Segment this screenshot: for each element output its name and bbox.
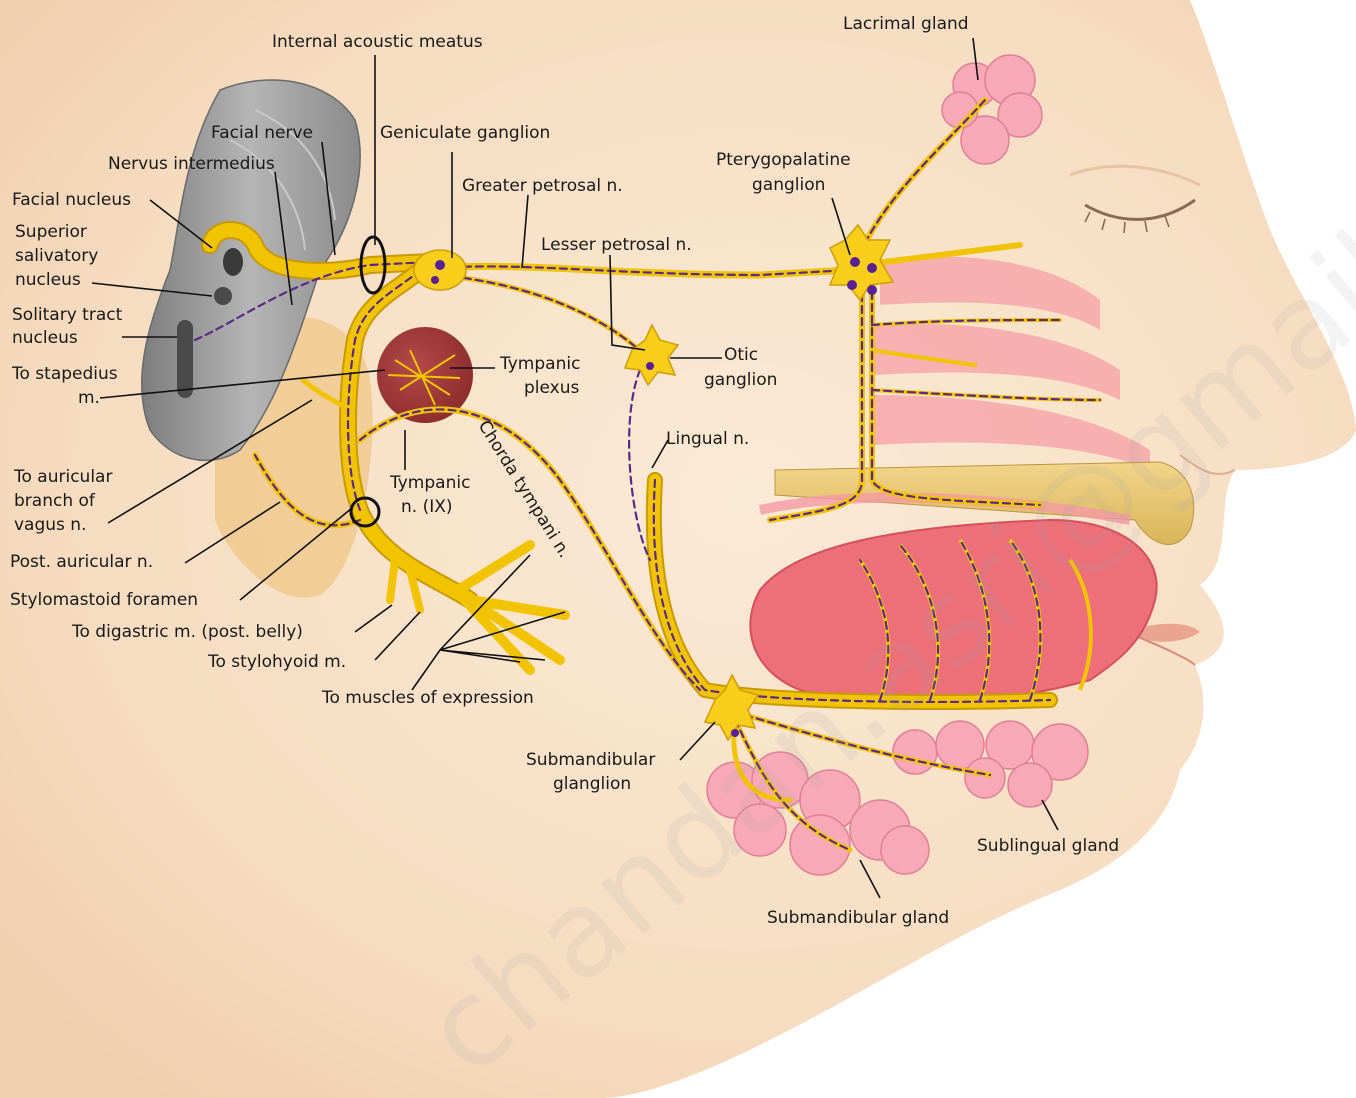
label-post-auricular: Post. auricular n. <box>10 552 153 572</box>
label-sublingual-gland: Sublingual gland <box>977 836 1119 856</box>
label-tympanic-plexus-2: plexus <box>524 378 580 398</box>
label-tympanic-plexus-1: Tympanic <box>499 354 580 374</box>
label-superior-salivatory-3: nucleus <box>15 270 81 290</box>
label-facial-nerve: Facial nerve <box>211 123 313 143</box>
label-lacrimal-gland: Lacrimal gland <box>843 14 969 34</box>
label-nervus-intermedius: Nervus intermedius <box>108 154 275 174</box>
label-superior-salivatory-2: salivatory <box>15 246 98 266</box>
label-lingual-n: Lingual n. <box>666 429 749 449</box>
label-submandibular-gland: Submandibular gland <box>767 908 949 928</box>
label-solitary-tract-1: Solitary tract <box>12 305 123 325</box>
label-internal-acoustic-meatus: Internal acoustic meatus <box>272 32 483 52</box>
label-to-stapedius-2: m. <box>78 388 100 408</box>
geniculate-ganglion <box>414 250 466 290</box>
label-to-auricular-3: vagus n. <box>14 515 86 535</box>
label-otic-ganglion-2: ganglion <box>704 370 777 390</box>
label-superior-salivatory-1: Superior <box>15 222 87 242</box>
label-greater-petrosal: Greater petrosal n. <box>462 176 623 196</box>
label-submandibular-ganglion-1: Submandibular <box>526 750 655 770</box>
label-lesser-petrosal: Lesser petrosal n. <box>541 235 692 255</box>
label-to-auricular-2: branch of <box>14 491 96 511</box>
label-facial-nucleus: Facial nucleus <box>12 190 131 210</box>
label-otic-ganglion-1: Otic <box>724 345 758 365</box>
label-tympanic-n-2: n. (IX) <box>401 497 453 517</box>
label-to-stylohyoid: To stylohyoid m. <box>207 652 346 672</box>
label-to-auricular-1: To auricular <box>13 467 112 487</box>
label-to-muscles: To muscles of expression <box>321 688 534 708</box>
label-to-digastric: To digastric m. (post. belly) <box>71 622 303 642</box>
label-tympanic-n-1: Tympanic <box>389 473 470 493</box>
label-submandibular-ganglion-2: glanglion <box>553 774 631 794</box>
label-geniculate-ganglion: Geniculate ganglion <box>380 123 550 143</box>
label-pterygopalatine-2: ganglion <box>752 175 825 195</box>
label-to-stapedius-1: To stapedius <box>11 364 118 384</box>
label-pterygopalatine-1: Pterygopalatine <box>716 150 851 170</box>
label-stylomastoid: Stylomastoid foramen <box>10 590 198 610</box>
label-solitary-tract-2: nucleus <box>12 328 78 348</box>
